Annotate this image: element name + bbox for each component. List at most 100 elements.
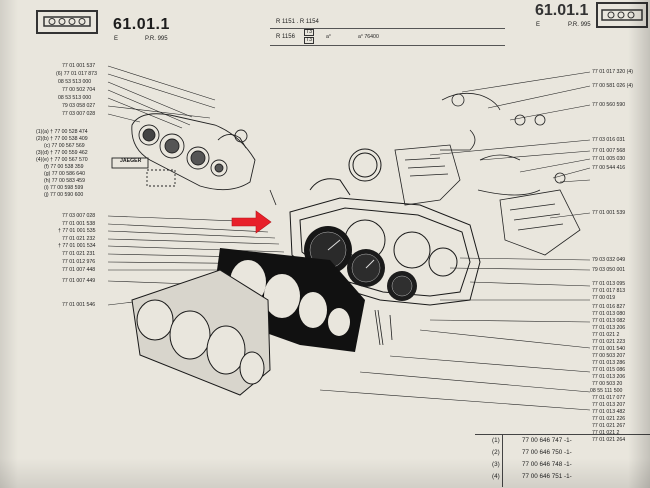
part-number: 77 01 001 539 — [592, 210, 626, 216]
footer-part-number: 77 00 646 750 -1- — [522, 449, 572, 456]
part-number: 77 03 007 028 — [62, 111, 96, 117]
part-number: (i) 77 00 598 599 — [44, 185, 84, 191]
part-number: 77 01 021 232 — [62, 236, 96, 242]
footer-part-number: 77 00 646 748 -1- — [522, 461, 572, 468]
part-number: 77 01 016 827 — [592, 304, 626, 310]
part-number: 77 01 013 206 — [592, 374, 626, 380]
part-number: 77 03 016 031 — [592, 137, 626, 143]
part-number: 77 01 021 223 — [592, 339, 626, 345]
red-arrow-icon — [231, 210, 272, 234]
pr-label-left: P.R. 995 — [145, 36, 168, 42]
serial-text-1: a° — [326, 34, 331, 40]
footer-row: (3) 77 00 646 748 -1- — [478, 461, 572, 468]
part-number: 77 01 013 482 — [592, 409, 626, 415]
part-number: 77 01 021 267 — [592, 423, 626, 429]
wiring-harness — [394, 92, 581, 256]
part-number: (3)(d) † 77 00 559 462 — [36, 150, 88, 156]
car-icon-right — [601, 9, 643, 21]
footer-divider — [502, 435, 503, 487]
header-rule — [270, 28, 505, 29]
part-number: 77 00 503 207 — [592, 353, 626, 359]
part-number: 77 00 503 20 — [592, 381, 623, 387]
part-number: (g) 77 00 586 640 — [44, 171, 85, 177]
part-number: 77 00 544 416 — [592, 165, 626, 171]
front-bezel — [131, 269, 271, 396]
part-number: † 77 01 001 535 — [58, 228, 96, 234]
part-number: (2)(b) † 77 00 538 409 — [36, 136, 88, 142]
jaeger-label: JAEGER — [120, 158, 142, 164]
model-row-1: R 1151 . R 1154 — [276, 19, 319, 25]
footer-part-number: 77 00 646 751 -1- — [522, 473, 572, 480]
part-number: 77 01 015 086 — [592, 367, 626, 373]
part-number: 77 01 021 226 — [592, 416, 626, 422]
footer-row: (2) 77 00 646 750 -1- — [478, 449, 572, 456]
part-number: (f) 77 00 538 359 — [44, 164, 84, 170]
page-number-right: 61.01.1 — [535, 2, 589, 19]
car-icon — [43, 16, 91, 27]
part-number: 77 01 013 207 — [592, 402, 626, 408]
model-badge-2: T3 — [304, 37, 315, 45]
detail-assembly — [111, 113, 256, 191]
footer-part-number: 77 00 646 747 -1- — [522, 437, 572, 444]
part-number: 77 00 502 704 — [62, 87, 96, 93]
part-number: 77 01 013 082 — [592, 318, 626, 324]
part-number: 77 01 012 976 — [62, 259, 96, 265]
part-number: 08 53 513 000 — [58, 79, 92, 85]
part-number: (4)(e) † 77 00 567 570 — [36, 157, 88, 163]
car-icon-box-right — [596, 2, 648, 28]
footer-row: (1) 77 00 646 747 -1- — [478, 437, 572, 444]
footer-table — [475, 434, 650, 487]
footer-row: (4) 77 00 646 751 -1- — [478, 473, 572, 480]
part-number: 77 01 021 264 — [592, 437, 626, 443]
part-number: 77 01 001 537 — [62, 63, 96, 69]
part-number: 77 01 001 538 — [62, 221, 96, 227]
part-number: 77 00 019 — [592, 295, 616, 301]
part-number: 77 01 013 080 — [592, 311, 626, 317]
part-number: 77 00 560 590 — [592, 102, 626, 108]
part-number: 77 01 021 2 — [592, 430, 620, 436]
part-number: 77 01 017 320 (4) — [592, 69, 633, 75]
part-number: 77 01 017 813 — [592, 288, 626, 294]
part-number: 77 01 017 077 — [592, 395, 626, 401]
part-number: 77 01 013 095 — [592, 281, 626, 287]
part-number: (6) 77 01 017 873 — [56, 71, 97, 77]
model-row-2: R 1156 — [276, 34, 295, 40]
footer-index: (2) — [492, 449, 500, 456]
sub-label-right: E — [536, 22, 541, 28]
part-number: 77 03 007 028 — [62, 213, 96, 219]
part-number: 77 00 581 026 (4) — [592, 83, 633, 89]
serial-text-2: a° 76400 — [358, 34, 379, 40]
part-number: 77 01 007 448 — [62, 267, 96, 273]
part-number: 77 01 007 568 — [592, 148, 626, 154]
car-icon-box-left — [36, 10, 98, 34]
part-number: (c) 77 00 567 569 — [44, 143, 85, 149]
footer-index: (4) — [492, 473, 500, 480]
pr-label-right: P.R. 995 — [568, 22, 591, 28]
part-number: 79 03 032 049 — [592, 257, 626, 263]
part-number: 77 01 007 449 — [62, 278, 96, 284]
model-badge-1: T3 — [304, 29, 315, 37]
part-number: 77 01 013 286 — [592, 360, 626, 366]
part-number: (j) 77 00 590 600 — [44, 192, 84, 198]
sub-label-left: E — [114, 36, 119, 42]
screws — [269, 189, 393, 346]
part-number: 77 01 021 2 — [592, 332, 620, 338]
part-number: 77 01 021 231 — [62, 251, 96, 257]
part-number: 77 01 013 206 — [592, 325, 626, 331]
part-number: 77 01 005 030 — [592, 156, 626, 162]
part-number: 08 53 513 000 — [58, 95, 92, 101]
part-number: † 77 01 001 534 — [58, 243, 96, 249]
header-rule-2 — [270, 45, 505, 46]
part-number: (1)(a) † 77 00 528 474 — [36, 129, 88, 135]
part-number: 08 55 111 500 — [590, 388, 623, 394]
page-number: 61.01.1 — [113, 16, 170, 33]
footer-index: (3) — [492, 461, 500, 468]
part-number: 77 01 001 546 — [62, 302, 96, 308]
part-number: 77 01 001 540 — [592, 346, 626, 352]
part-number: 79 03 050 001 — [592, 267, 626, 273]
part-number: 79 03 058 027 — [62, 103, 96, 109]
part-number: (h) 77 00 583 459 — [44, 178, 85, 184]
footer-index: (1) — [492, 437, 500, 444]
